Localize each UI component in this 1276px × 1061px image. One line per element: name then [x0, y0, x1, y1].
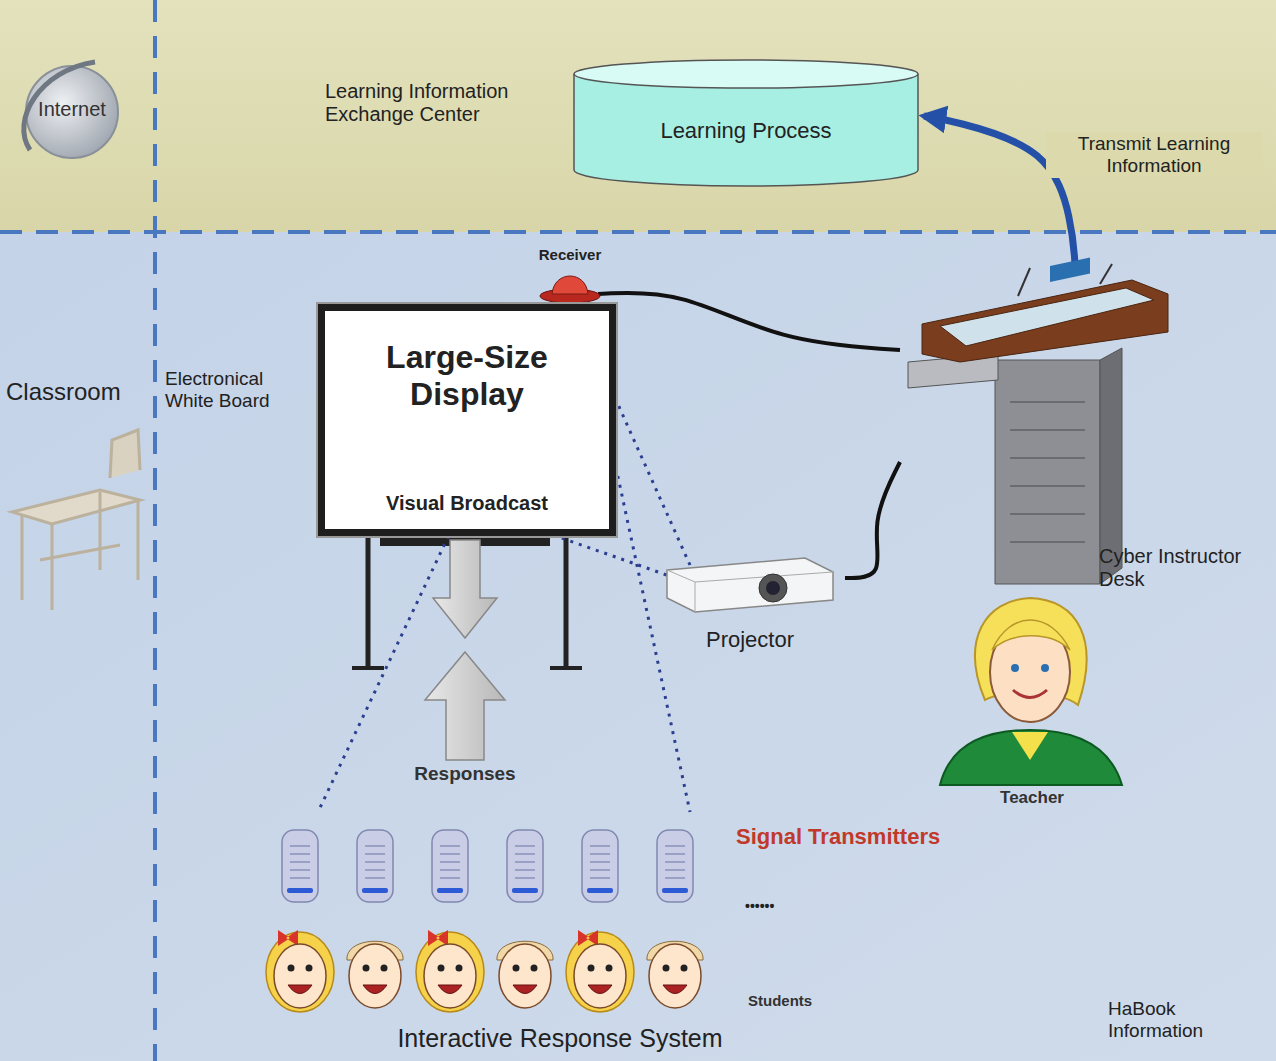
- transmitter-icon: [432, 830, 468, 902]
- student-face: [497, 941, 553, 1008]
- transmitter-icon: [357, 830, 393, 902]
- edge-label: Transmit Learning Information: [1046, 132, 1262, 178]
- part-name: Electronical White Board: [165, 368, 313, 412]
- transmitter-icon: [507, 830, 543, 902]
- desk-chair-sketch: [12, 430, 140, 610]
- system-name: Interactive Response System: [360, 1024, 760, 1053]
- node-text: Large-Size Display: [352, 339, 582, 413]
- transmitter-icon: [657, 830, 693, 902]
- student-face: [347, 941, 403, 1008]
- center-name: Learning Information Exchange Center: [325, 80, 570, 126]
- student-face: [647, 941, 703, 1008]
- whiteboard-stand: [352, 536, 582, 668]
- receiver-node: Receiver: [520, 244, 620, 308]
- cable-connector: [845, 462, 900, 578]
- projector-node: Projector: [655, 548, 845, 654]
- region-divider: [153, 0, 157, 1061]
- cable-connector: [556, 536, 675, 578]
- classroom-ground: [0, 232, 1276, 1061]
- student-face: [566, 930, 634, 1012]
- student-face: [266, 930, 334, 1012]
- region-name: Classroom: [6, 378, 151, 406]
- flow-name: Responses: [390, 763, 540, 785]
- node-text: Learning Process: [660, 118, 831, 143]
- signal-transmitters: [282, 830, 693, 902]
- node-text: Visual Broadcast: [386, 492, 548, 515]
- internet-band: [0, 0, 1276, 232]
- student-figures: [266, 930, 703, 1012]
- region-name: Internet: [22, 98, 122, 121]
- region-divider: [0, 230, 1276, 234]
- infrared-signal-lines: [318, 300, 690, 812]
- node-text: Receiver: [539, 246, 602, 263]
- cyber-instructor-desk: Cyber Instructor Desk: [900, 262, 1270, 597]
- part-name: Signal Transmitters: [736, 824, 1056, 849]
- broadcast-response-arrows: [425, 540, 505, 760]
- large-size-display: Large-Size DisplayVisual Broadcast: [318, 304, 616, 536]
- teacher-figure: [940, 598, 1122, 785]
- person-name: Students: [748, 992, 858, 1009]
- vendor-note: HaBook Information: [1108, 998, 1268, 1042]
- transmitter-icon: [582, 830, 618, 902]
- student-face: [416, 930, 484, 1012]
- node-text: Projector: [706, 627, 794, 652]
- node-text: Cyber Instructor Desk: [1099, 545, 1264, 591]
- transmitter-icon: [282, 830, 318, 902]
- cable-connector: [598, 293, 900, 350]
- person-name: Teacher: [972, 788, 1092, 808]
- ellipsis-mark: ••••••: [745, 898, 835, 914]
- learning-process-cylinder: Learning Process: [572, 58, 920, 186]
